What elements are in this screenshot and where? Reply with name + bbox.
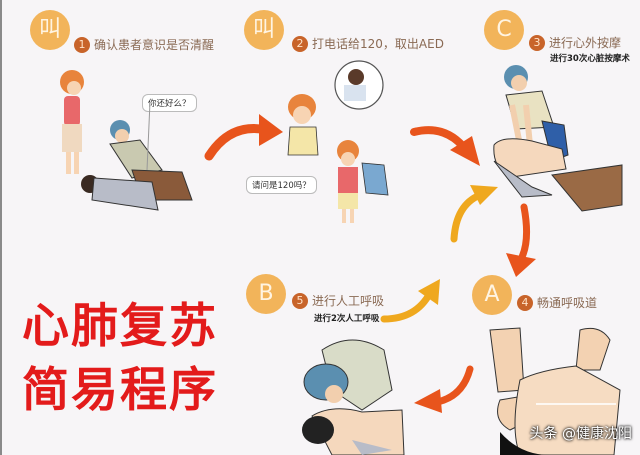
step-5-badge: B xyxy=(246,274,286,314)
arrow-step5-to-step3 xyxy=(380,279,440,323)
step-1-badge: 叫 xyxy=(30,10,70,50)
step-3-heading: 3 进行心外按摩 xyxy=(529,34,621,51)
open-airway-illustration xyxy=(489,327,621,455)
step-4-badge: A xyxy=(472,275,512,315)
arrow-step2-to-step3 xyxy=(410,126,480,166)
step-5-subtext: 进行2次人工呼吸 xyxy=(314,314,380,324)
step-1-badge-text: 叫 xyxy=(38,17,61,42)
step-4-heading: 4 畅通呼吸道 xyxy=(517,294,597,311)
step-2-label: 打电话给120，取出AED xyxy=(312,37,444,51)
chest-compression-illustration xyxy=(493,65,623,212)
step-2-heading: 2 打电话给120，取出AED xyxy=(292,35,444,52)
title-line-2: 简易程序 xyxy=(22,363,218,418)
watermark: 头条 @健康沈阳 xyxy=(529,426,632,442)
step-3-label: 进行心外按摩 xyxy=(549,36,622,50)
step-3-badge: C xyxy=(484,10,524,50)
step-3-number: 3 xyxy=(529,34,545,51)
step-2-number: 2 xyxy=(292,35,308,52)
step-4-badge-text: A xyxy=(484,282,500,307)
check-consciousness-illustration xyxy=(60,70,193,211)
speech-bubble-is-this-120: 请问是120吗？ xyxy=(246,176,317,194)
step-4-number: 4 xyxy=(517,294,533,311)
step-2-badge: 叫 xyxy=(244,10,284,50)
step-3-badge-text: C xyxy=(496,17,512,42)
title-line-1: 心肺复苏 xyxy=(22,299,218,354)
rescue-breathing-illustration xyxy=(302,339,405,455)
step-5-badge-text: B xyxy=(258,281,274,306)
step-5-label: 进行人工呼吸 xyxy=(312,294,385,308)
arrow-cycle-yellow xyxy=(450,185,498,243)
step-1-number: 1 xyxy=(74,36,90,53)
step-5-number: 5 xyxy=(292,292,308,309)
arrow-step4-to-step5 xyxy=(414,365,474,413)
arrow-step3-to-step4 xyxy=(506,203,536,277)
step-5-heading: 5 进行人工呼吸 xyxy=(292,292,384,309)
step-2-badge-text: 叫 xyxy=(252,17,275,42)
speech-bubble-are-you-ok: 你还好么？ xyxy=(142,94,197,112)
call-120-illustration xyxy=(287,60,389,223)
step-3-subtext: 进行30次心脏按摩术 xyxy=(550,54,630,64)
step-1-label: 确认患者意识是否清醒 xyxy=(94,38,215,52)
step-4-label: 畅通呼吸道 xyxy=(537,296,598,310)
step-1-heading: 1 确认患者意识是否清醒 xyxy=(74,36,214,53)
arrow-step1-to-step2 xyxy=(204,114,283,161)
